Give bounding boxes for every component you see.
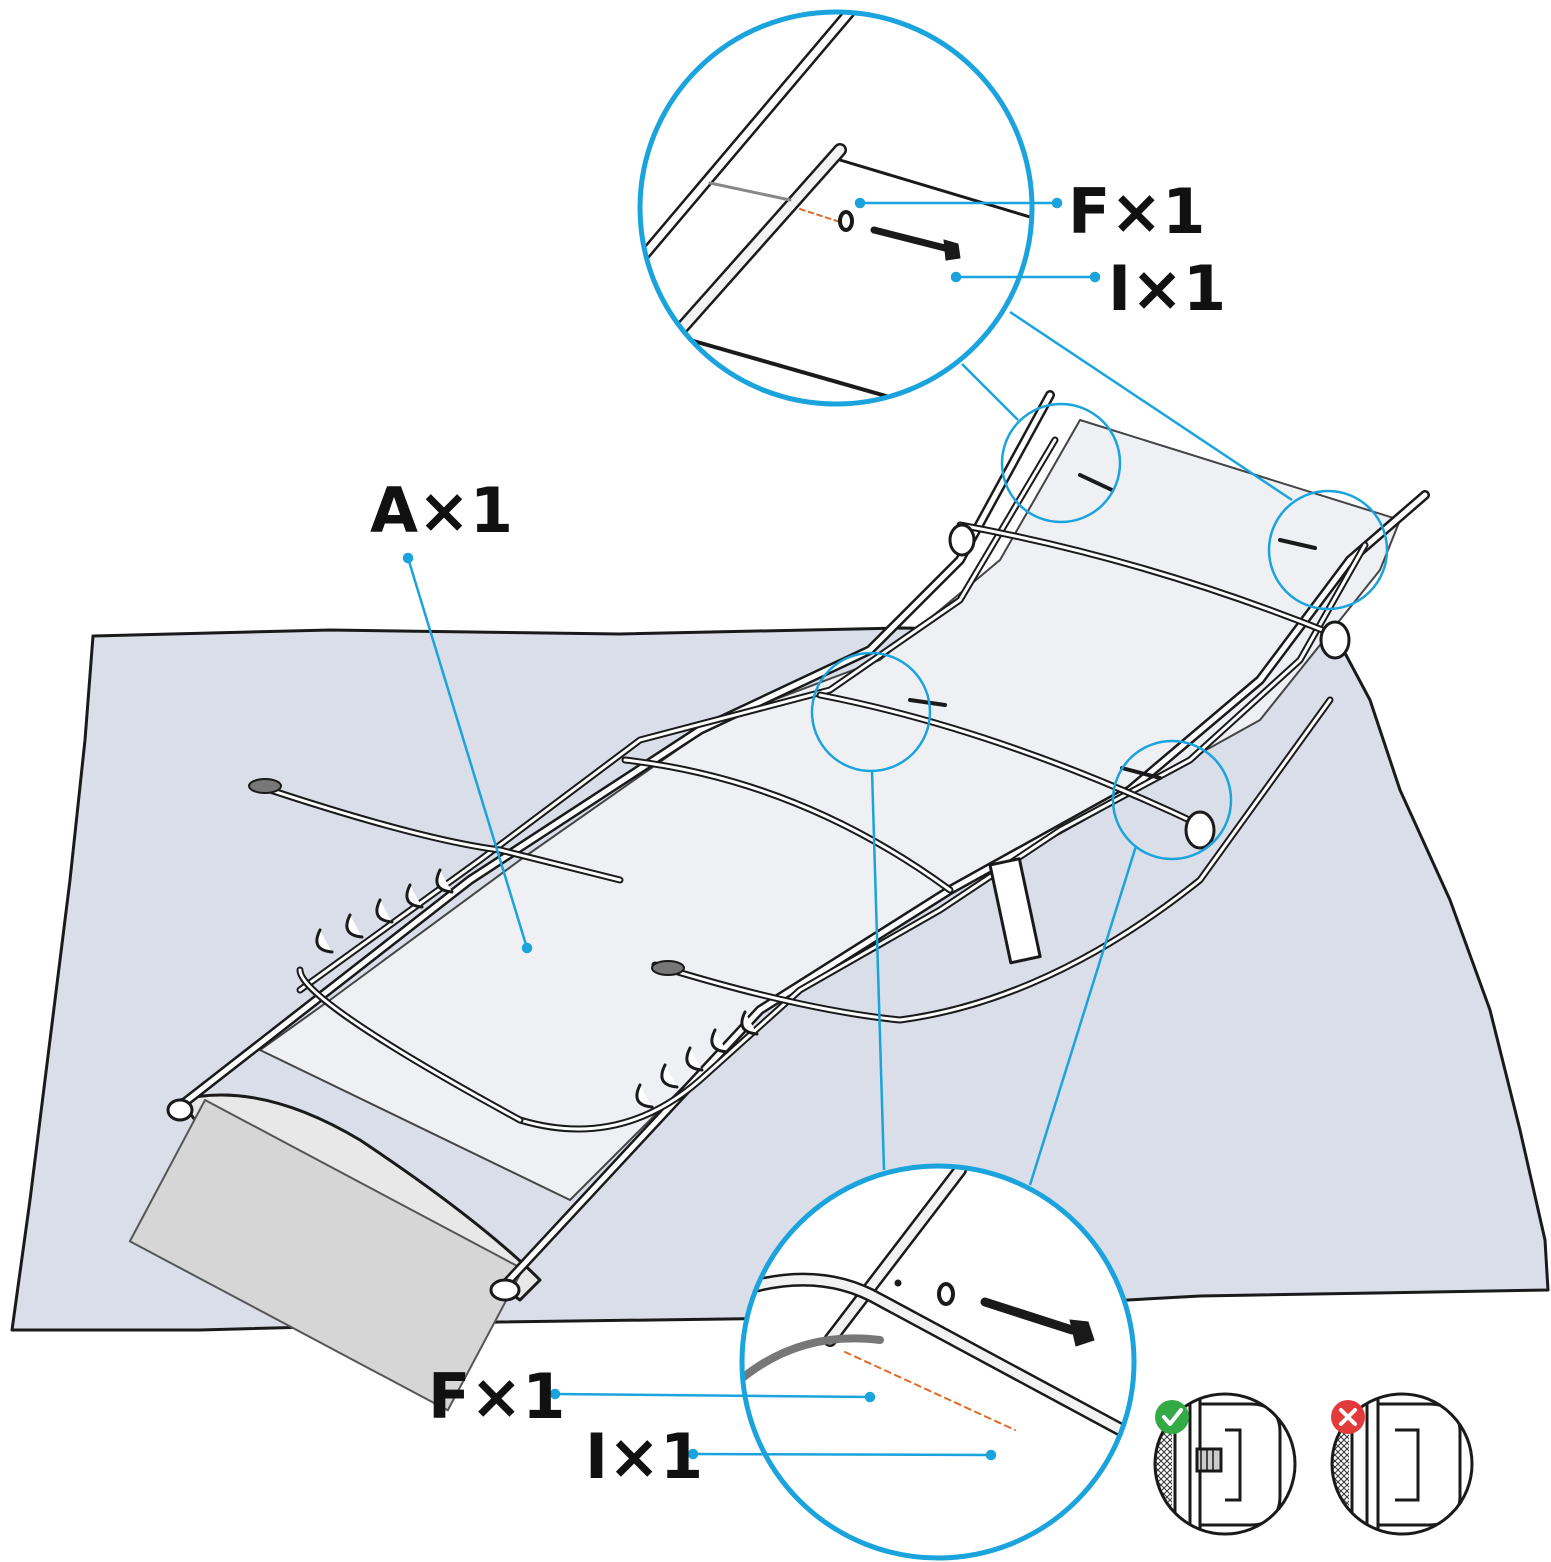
label-bottom-f: F×1 xyxy=(428,1360,565,1433)
incorrect-example xyxy=(1330,1392,1474,1536)
correct-example xyxy=(1153,1392,1297,1536)
check-icon xyxy=(1155,1400,1189,1434)
zoom-detail-top xyxy=(637,9,1035,407)
callout-leaders xyxy=(402,197,1101,1461)
label-part-a: A×1 xyxy=(370,474,513,547)
label-top-i: I×1 xyxy=(1108,252,1226,325)
lounger-frame xyxy=(128,390,1430,1412)
connector-lines xyxy=(870,310,1293,1186)
joint-marker-top-left xyxy=(1000,402,1122,524)
joint-markers xyxy=(810,402,1389,861)
joint-marker-mid-right xyxy=(1111,739,1233,861)
cross-icon xyxy=(1331,1400,1365,1434)
joint-marker-top-right xyxy=(1267,489,1389,611)
label-bottom-i: I×1 xyxy=(585,1420,703,1493)
zoom-detail-bottom xyxy=(739,1163,1137,1561)
joint-marker-mid-left xyxy=(810,651,932,773)
label-top-f: F×1 xyxy=(1068,175,1205,248)
